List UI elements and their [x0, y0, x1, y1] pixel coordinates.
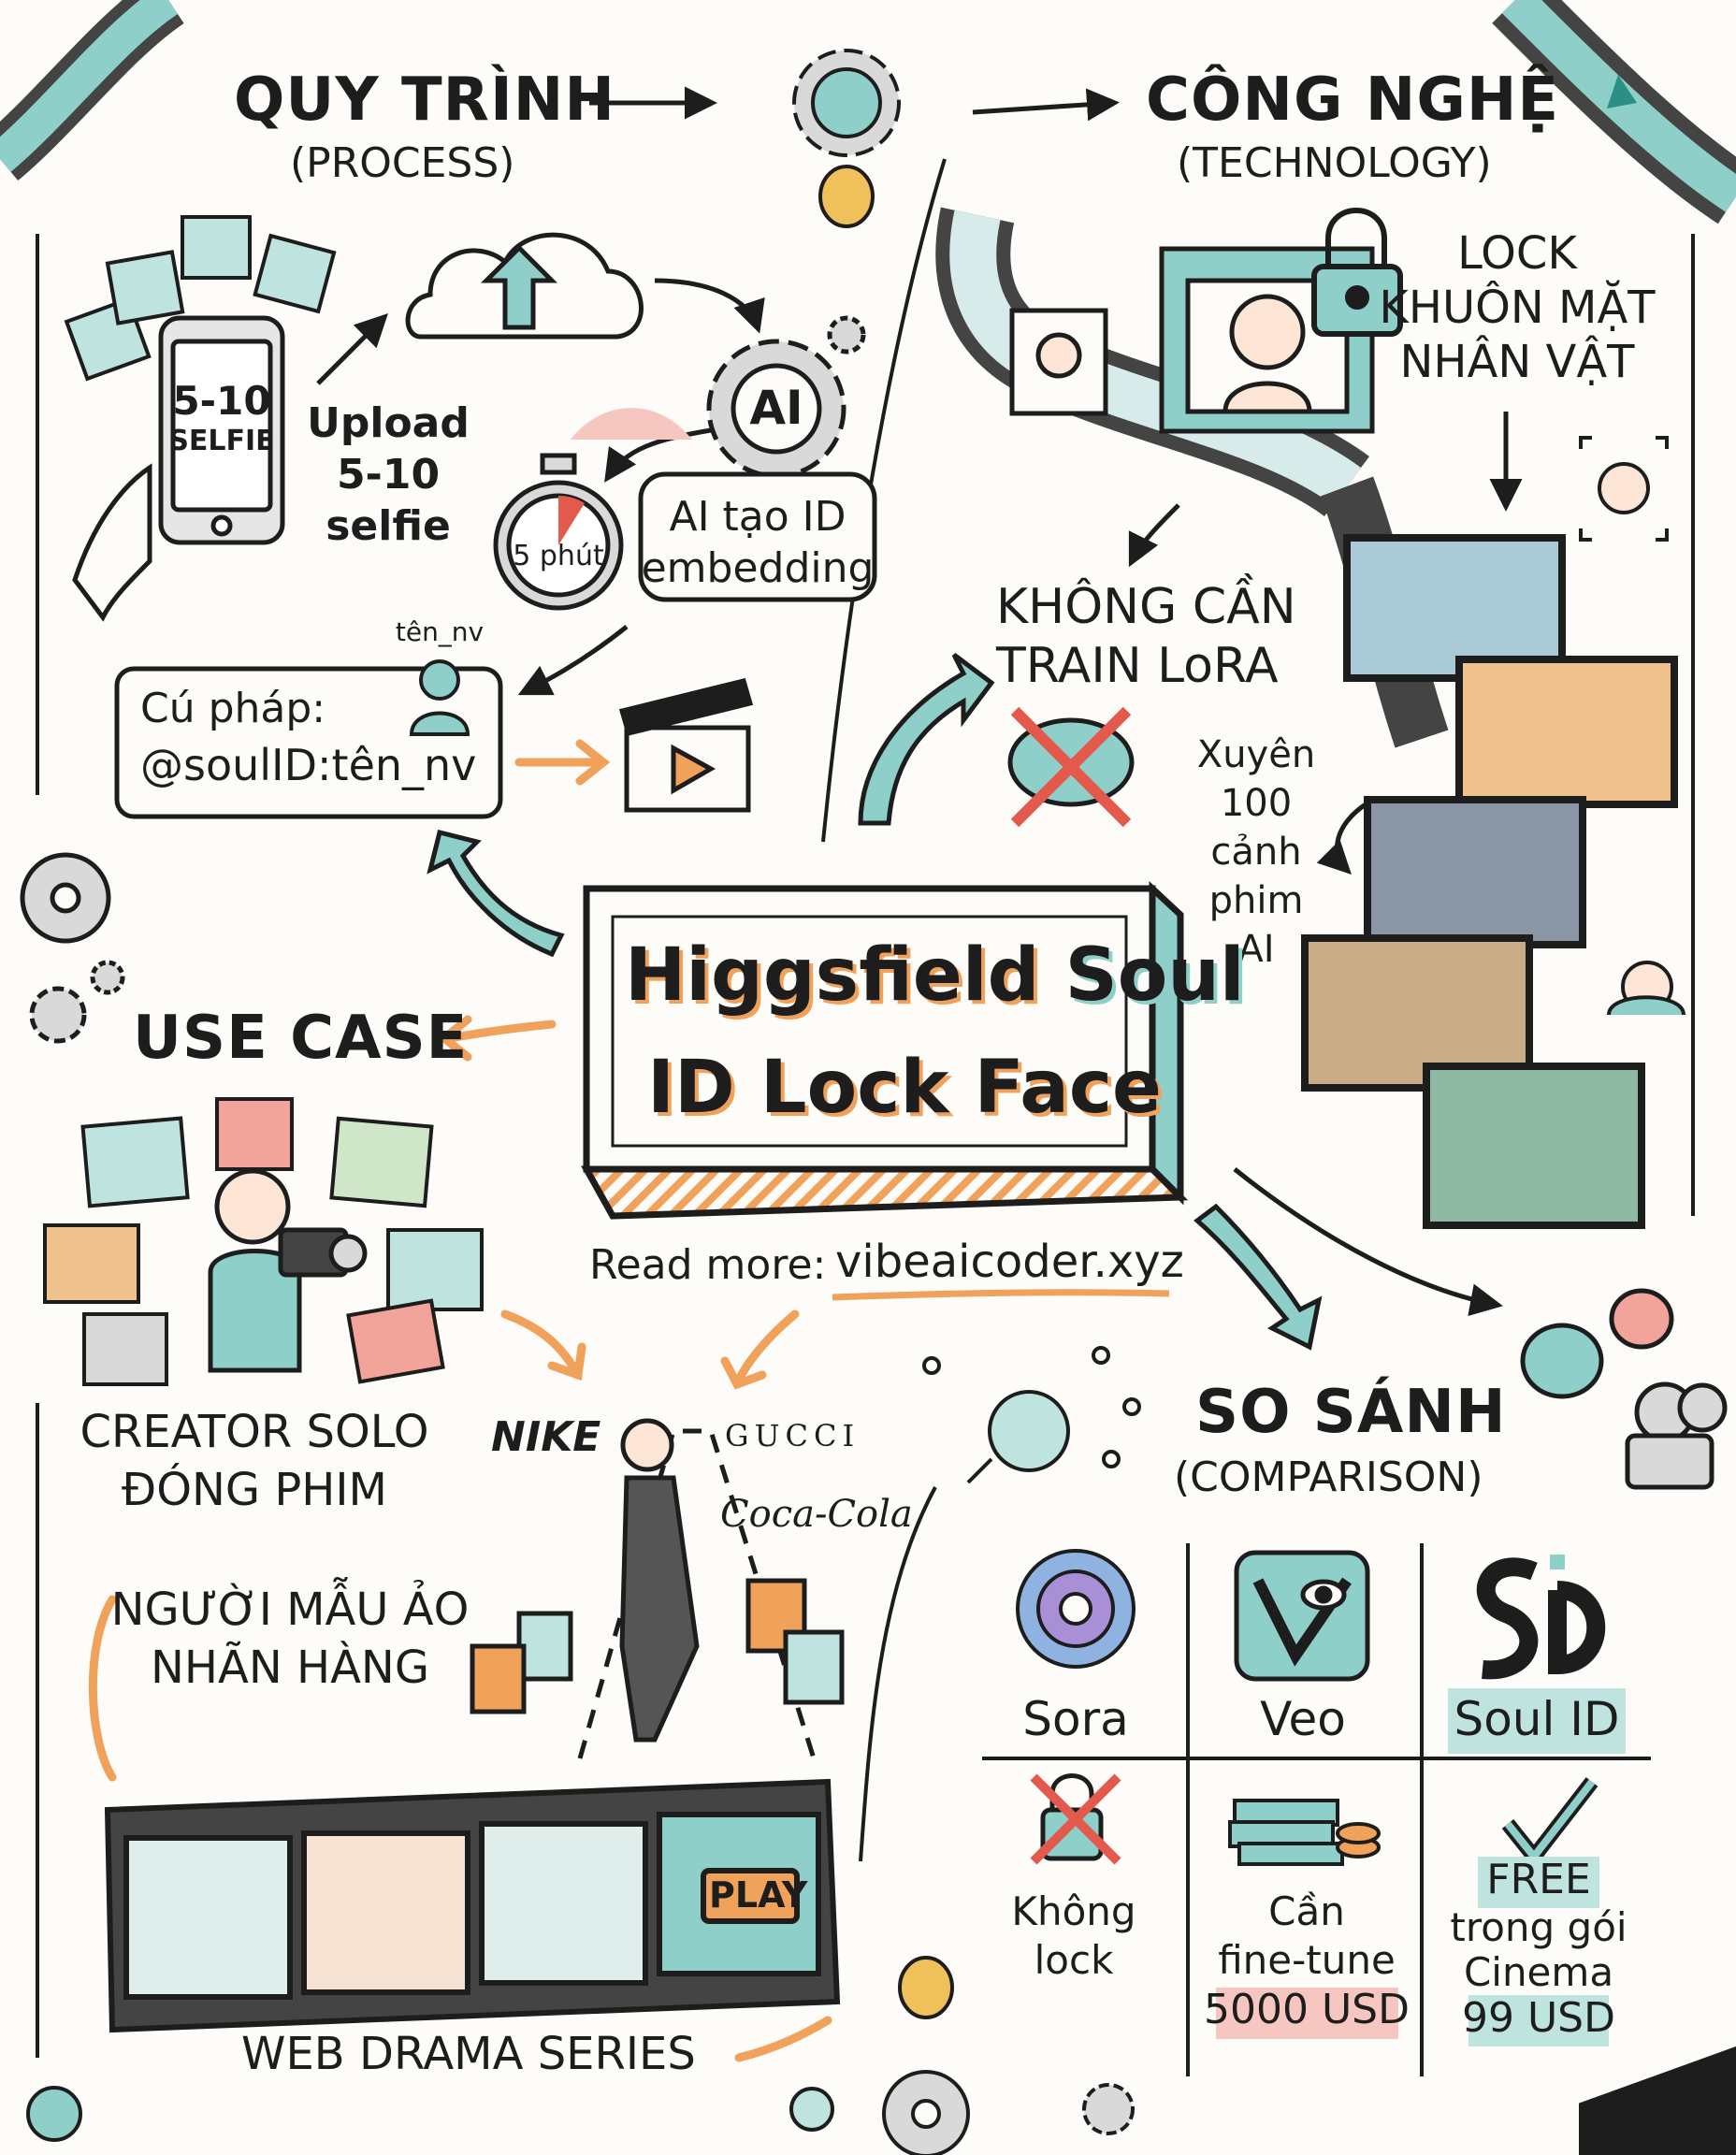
brand-coke: Coca-Cola: [720, 1493, 913, 1536]
cloud-upload-icon: [405, 232, 644, 340]
read-more-label: Read more:: [589, 1241, 827, 1289]
stopwatch-icon: [493, 408, 692, 611]
sora-detail-2: lock: [1034, 1937, 1114, 1983]
ai-embedding-line-2: embedding: [641, 544, 875, 592]
process-heading: QUY TRÌNH: [234, 65, 615, 135]
veo-name: Veo: [1260, 1692, 1346, 1746]
no-train-label-1: KHÔNG CẦN: [996, 579, 1296, 635]
lock-label-2: KHUÔN MẶT: [1379, 282, 1656, 334]
selfie-photos: [64, 215, 337, 382]
scenes-label-1: Xuyên: [1196, 733, 1316, 776]
scenes-label-2: 100: [1220, 782, 1293, 825]
ai-embedding-line-1: AI tạo ID: [669, 493, 846, 541]
timer-label: 5 phút: [513, 540, 604, 572]
padlock-icon: [1311, 208, 1403, 337]
process-subheading: (PROCESS): [290, 139, 515, 187]
technology-heading: CÔNG NGHỆ: [1146, 65, 1560, 135]
title-word-soul: Soul: [1064, 933, 1245, 1018]
check-icon: [1468, 1777, 1609, 2047]
phone-icon: [72, 315, 285, 622]
scene-frames: [1301, 534, 1678, 1229]
comparison-heading: SO SÁNH: [1195, 1378, 1507, 1447]
syntax-box: [114, 666, 503, 819]
creator-camera-icon: [208, 1168, 368, 1373]
veo-price: 5000 USD: [1204, 1986, 1410, 2033]
title-line-1: Higgsfield Soul: [625, 933, 1245, 1018]
face-scan-icon: [1579, 436, 1685, 1016]
veo-detail-1: Cần: [1268, 1888, 1345, 1934]
film-strip-top-left: [0, 0, 185, 181]
soul-id-name: Soul ID: [1454, 1692, 1620, 1746]
comparison-grid-lines: [982, 1543, 1651, 2076]
film-strip-top-right: [1492, 0, 1736, 224]
title-word-higgsfield: Higgsfield: [625, 933, 1040, 1018]
teal-arrows: [427, 653, 1323, 1351]
sora-logo: [1016, 1549, 1136, 1669]
upload-label-3: selfie: [326, 502, 451, 550]
use-case-heading: USE CASE: [133, 1004, 469, 1073]
section-arrows: [316, 86, 1523, 1317]
no-train-label-2: TRAIN LoRA: [996, 638, 1279, 694]
phone-text-selfie: SELFIE: [168, 425, 275, 457]
brain-crossed-icon: [1007, 706, 1135, 828]
lock-label-3: NHÂN VẬT: [1399, 336, 1635, 388]
orange-arrows: [88, 739, 832, 2062]
ai-gear-label: AI: [749, 381, 803, 435]
soul-id-detail-3: Cinema: [1463, 1949, 1614, 1995]
title-line-2: ID Lock Face: [647, 1046, 1162, 1130]
magnifier-network-icon: [922, 1346, 1141, 1484]
gears-left: [20, 852, 125, 1044]
web-drama-label: WEB DRAMA SERIES: [241, 2028, 696, 2080]
creator-label-1: CREATOR SOLO: [80, 1406, 429, 1458]
money-stack-icon: [1216, 1799, 1398, 2039]
read-more-url[interactable]: vibeaicoder.xyz: [835, 1236, 1184, 1288]
projector-icon: [1520, 1288, 1728, 1490]
technology-subheading: (TECHNOLOGY): [1177, 139, 1492, 187]
scenes-label-3: cảnh: [1210, 831, 1302, 874]
soul-id-logo: [1448, 1555, 1626, 1754]
scenes-label-5: AI: [1237, 928, 1275, 971]
scenes-label-4: phim: [1208, 879, 1304, 922]
sora-name: Sora: [1022, 1692, 1129, 1746]
soul-id-price: 99 USD: [1462, 1994, 1615, 2042]
url-underline: [832, 1289, 1170, 1301]
play-button-label[interactable]: PLAY: [709, 1874, 808, 1916]
phone-text-count: 5-10: [172, 378, 271, 424]
creator-label-2: ĐÓNG PHIM: [122, 1464, 387, 1516]
veo-detail-2: fine-tune: [1218, 1937, 1396, 1983]
model-label-2: NHÃN HÀNG: [150, 1642, 430, 1694]
clapperboard-icon: [618, 677, 754, 813]
runway-model-illustration: [470, 1418, 845, 1759]
model-label-1: NGƯỜI MẪU ẢO: [110, 1584, 470, 1636]
upload-label-2: 5-10: [336, 451, 441, 499]
sora-cross-lock-icon: [1030, 1773, 1121, 1865]
comparison-subheading: (COMPARISON): [1174, 1454, 1483, 1501]
brand-nike: NIKE: [491, 1413, 601, 1461]
title-sign: [581, 880, 1189, 1220]
ai-gear-icon: [706, 315, 866, 479]
user-icon: [409, 659, 470, 736]
lock-label-1: LOCK: [1457, 227, 1577, 280]
veo-logo: [1234, 1550, 1370, 1682]
soul-id-detail-1: FREE: [1486, 1856, 1591, 1903]
syntax-label: Cú pháp:: [140, 685, 326, 732]
floating-media-cards: [43, 1097, 484, 1386]
bottom-decorations: [26, 49, 1736, 2155]
upload-label-1: Upload: [307, 399, 470, 447]
syntax-code: @soulID:tên_nv: [140, 740, 477, 790]
user-name-label: tên_nv: [395, 616, 485, 647]
soul-id-detail-2: trong gói: [1450, 1904, 1628, 1950]
web-drama-film-strip: [104, 1778, 841, 2033]
brand-gucci: GUCCI: [725, 1418, 861, 1454]
sora-detail-1: Không: [1011, 1888, 1136, 1934]
ai-embedding-bubble: [638, 471, 877, 602]
